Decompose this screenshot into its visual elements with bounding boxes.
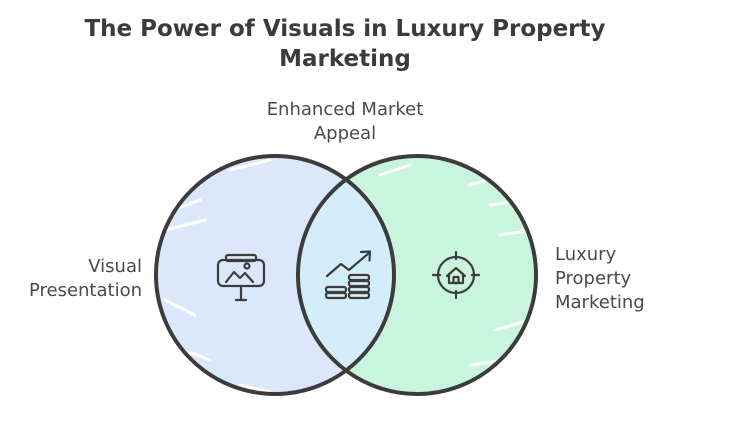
billboard-icon [216, 253, 266, 302]
left-set-label-line-1: Visual [88, 256, 142, 277]
right-set-label: Luxury Property Marketing [555, 243, 725, 315]
intersection-label-line-2: Appeal [313, 123, 377, 144]
home-target-icon [431, 250, 481, 300]
right-set-label-line-2: Property [555, 268, 632, 289]
title-line-2: Marketing [279, 46, 411, 72]
left-set-label-line-2: Presentation [28, 280, 142, 301]
chart-growth-icon [324, 250, 372, 300]
diagram-title: The Power of Visuals in Luxury Property … [0, 14, 690, 74]
left-set-label: Visual Presentation [0, 255, 142, 303]
right-circle-outline [296, 154, 538, 396]
right-set-label-line-3: Marketing [555, 292, 645, 313]
intersection-label: Enhanced Market Appeal [230, 98, 460, 146]
overlap-fill [300, 158, 394, 392]
intersection-label-line-1: Enhanced Market [266, 99, 424, 120]
right-set-label-line-1: Luxury [555, 244, 617, 265]
left-circle-outline [154, 154, 396, 396]
title-line-1: The Power of Visuals in Luxury Property [84, 16, 606, 42]
